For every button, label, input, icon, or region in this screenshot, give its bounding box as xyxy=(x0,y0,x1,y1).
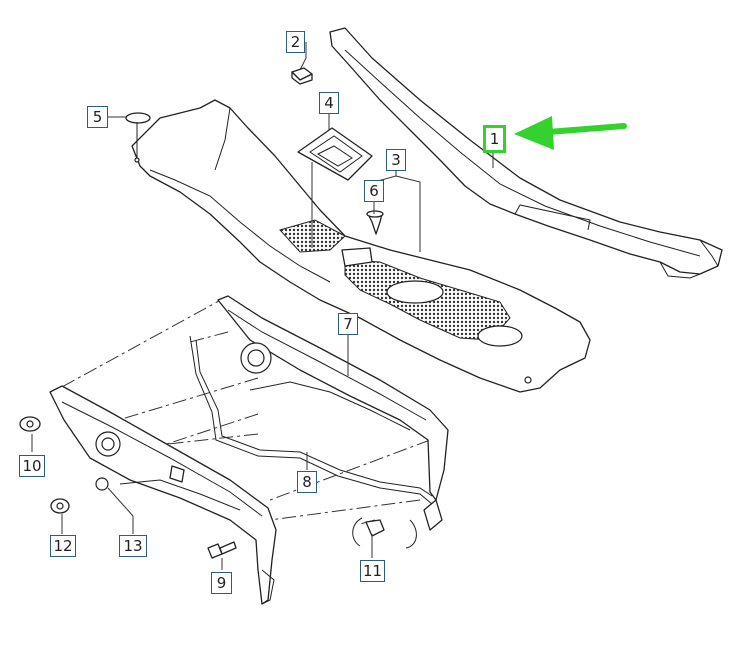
callout-6: 6 xyxy=(364,180,384,202)
alignment-lines xyxy=(59,295,431,525)
callout-12: 12 xyxy=(50,535,76,557)
callout-13: 13 xyxy=(119,535,147,557)
callout-10: 10 xyxy=(19,455,45,477)
push-pin xyxy=(125,112,151,163)
front-seal-frame xyxy=(49,385,277,605)
cover-bracket xyxy=(297,127,373,181)
highlight-arrow xyxy=(514,116,627,150)
callout-1: 1 xyxy=(483,125,506,153)
callout-8: 8 xyxy=(297,471,317,493)
clip-nut xyxy=(291,67,313,85)
callout-11: 11 xyxy=(360,560,385,582)
callout-5: 5 xyxy=(87,106,108,128)
nut-12 xyxy=(50,498,70,514)
bolt-9 xyxy=(207,541,237,559)
nut-10 xyxy=(19,416,41,432)
cowl-lower-tray xyxy=(131,99,591,393)
clip-6 xyxy=(366,210,384,235)
clip-11 xyxy=(352,517,385,547)
gasket-loop xyxy=(189,335,433,505)
callout-3: 3 xyxy=(386,149,406,171)
callout-7: 7 xyxy=(338,313,358,335)
callout-9: 9 xyxy=(211,572,232,594)
seal-frame xyxy=(217,295,449,549)
callout-4: 4 xyxy=(319,92,339,114)
callout-2: 2 xyxy=(286,31,305,53)
leader-lines xyxy=(31,42,494,570)
